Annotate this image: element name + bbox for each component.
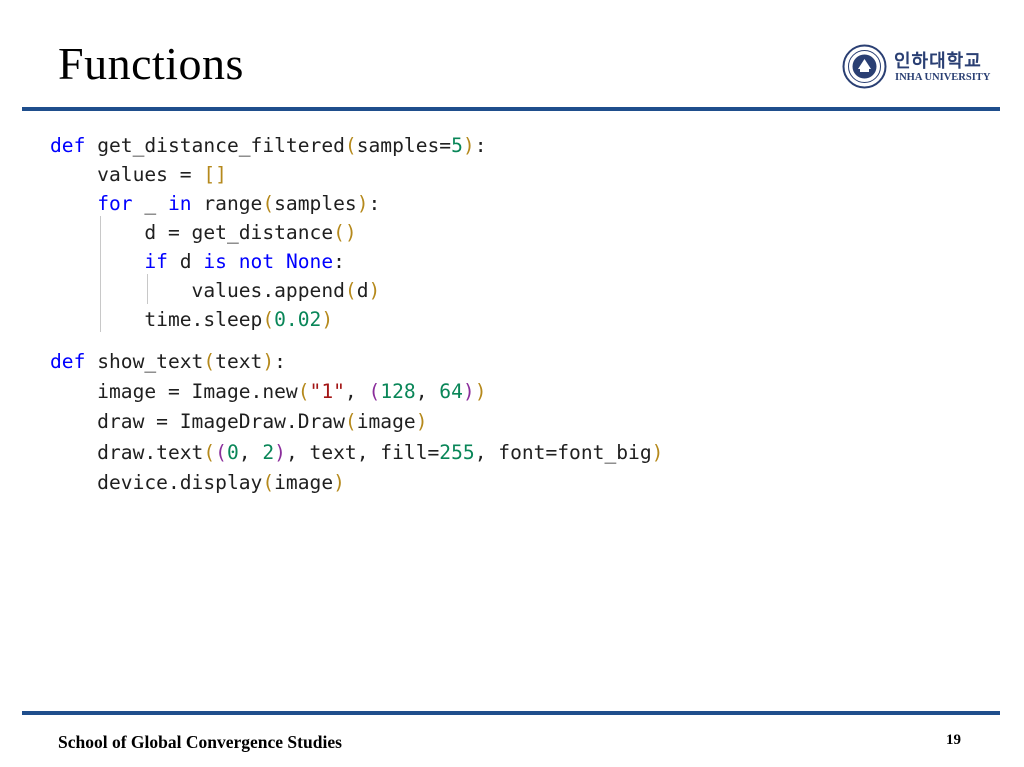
code-line: values.append(d) [50,279,381,302]
logo-english-name: INHA UNIVERSITY [895,72,991,83]
university-seal-icon [842,44,887,89]
code-block: def get_distance_filtered(samples=5): va… [50,128,663,542]
indent-guide [147,274,148,304]
code-line: values = [] [50,163,227,186]
code-line: draw.text((0, 2), text, fill=255, font=f… [50,441,664,464]
code-line: for _ in range(samples): [97,192,381,215]
code-line: time.sleep(0.02) [50,308,334,331]
code-line: device.display(image) [50,471,345,494]
university-logo: 인하대학교 INHA UNIVERSITY [842,44,1002,92]
code-line: def show_text(text): [50,350,286,373]
code-line: if d is not None: [144,250,345,273]
code-line: def get_distance_filtered(samples=5): [50,134,487,157]
footer-school-name: School of Global Convergence Studies [58,732,342,752]
header-divider [22,107,1000,111]
footer-divider [22,711,1000,715]
code-line: image = Image.new("1", (128, 64)) [50,380,487,403]
logo-korean-name: 인하대학교 [894,51,982,72]
code-line: d = get_distance() [50,221,357,244]
page-number: 19 [946,732,961,748]
code-line: draw = ImageDraw.Draw(image) [50,410,428,433]
indent-guide [100,216,101,332]
slide-title: Functions [58,38,244,89]
